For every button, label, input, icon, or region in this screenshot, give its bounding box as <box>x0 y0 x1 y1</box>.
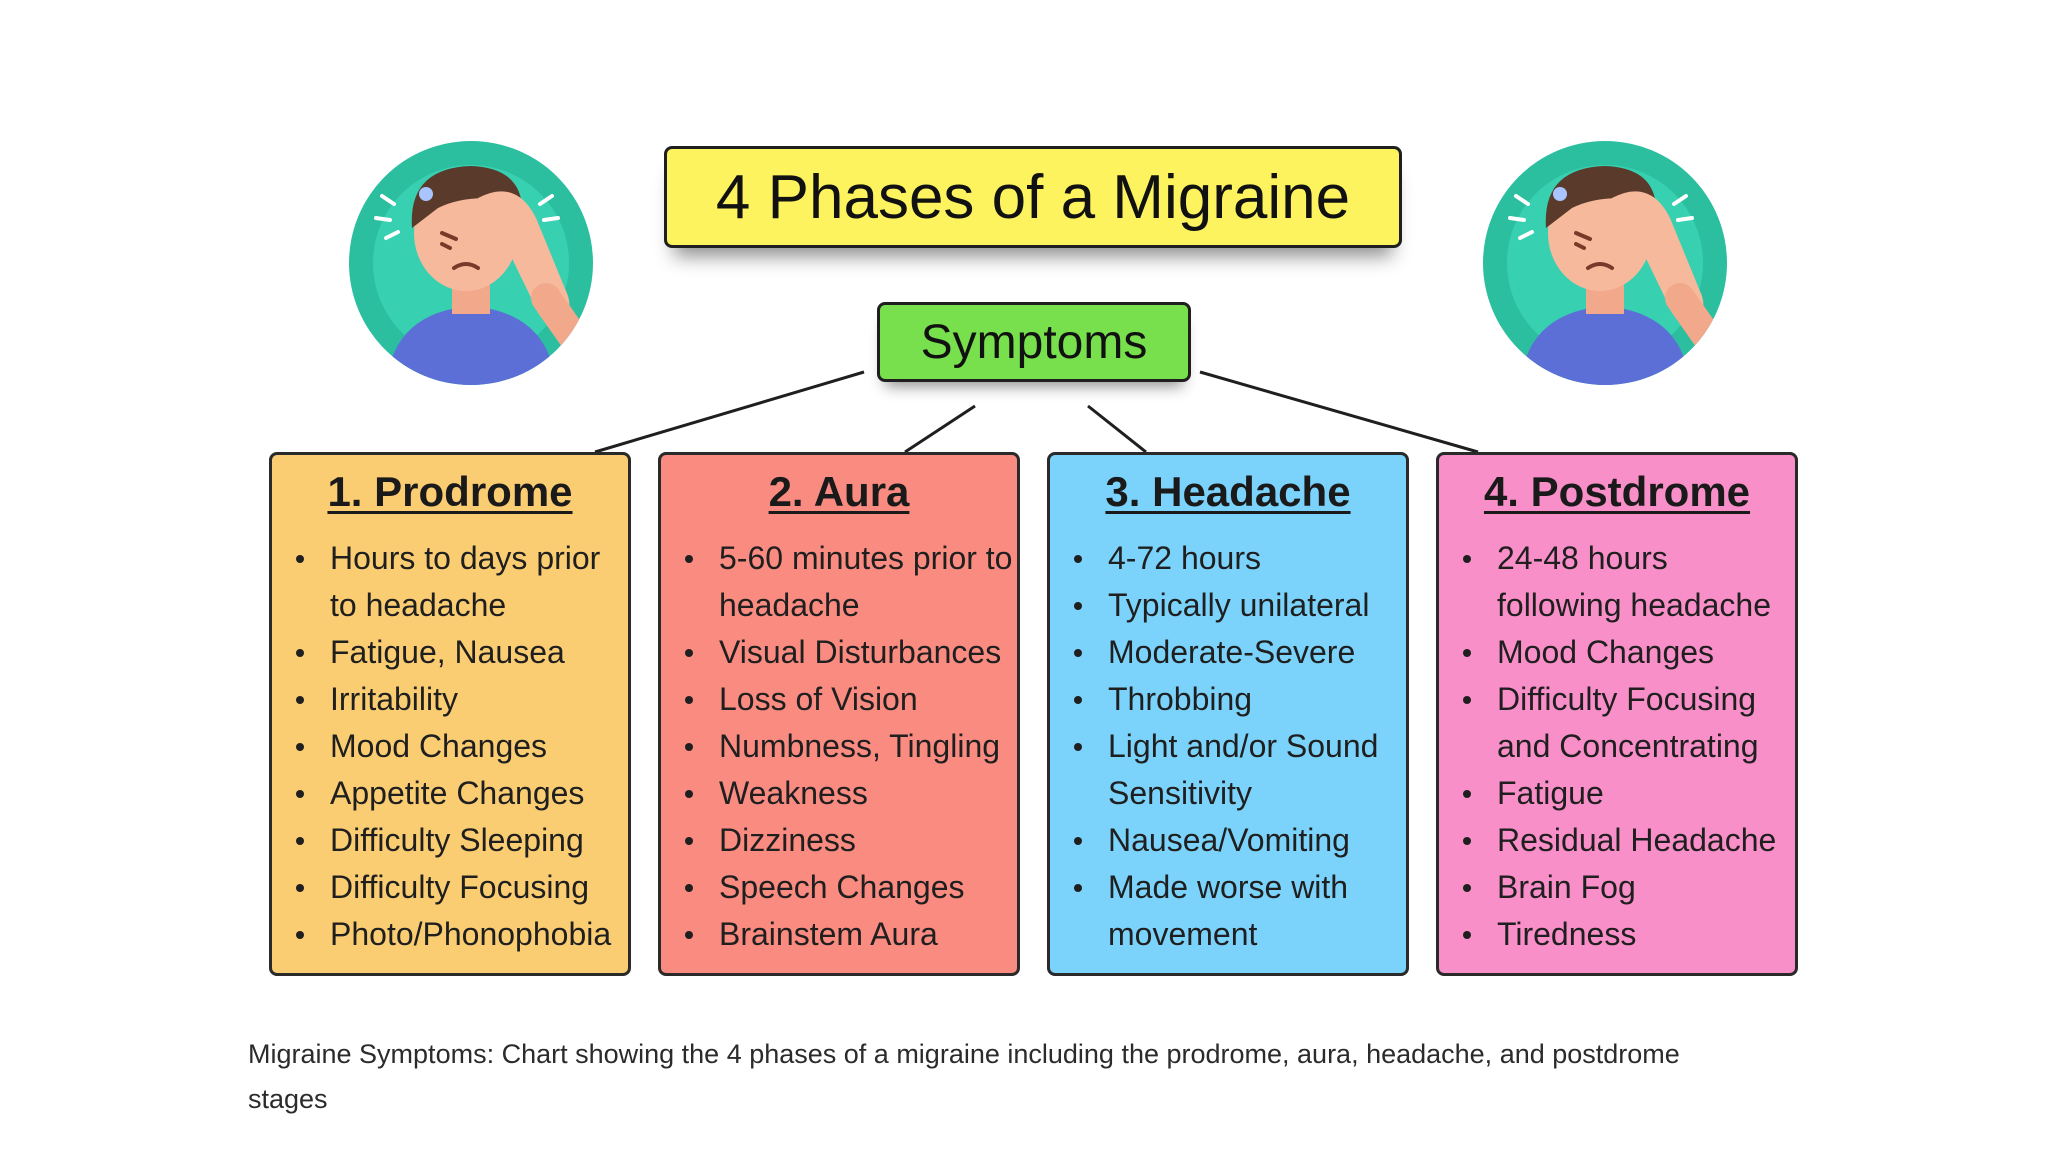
phase-card-headache: 3. Headache 4-72 hours Typically unilate… <box>1047 452 1409 976</box>
phase-card-aura: 2. Aura 5-60 minutes prior to headache V… <box>658 452 1020 976</box>
phase-symptom-list: 4-72 hours Typically unilateral Moderate… <box>1070 535 1406 958</box>
list-item: Numbness, Tingling <box>681 723 1017 770</box>
list-item: Nausea/Vomiting <box>1070 817 1406 864</box>
person-with-headache-icon <box>1483 141 1727 385</box>
list-item: Visual Disturbances <box>681 629 1017 676</box>
list-item: Mood Changes <box>1459 629 1795 676</box>
list-item: Moderate-Severe <box>1070 629 1406 676</box>
list-item: Loss of Vision <box>681 676 1017 723</box>
list-item: Photo/Phonophobia <box>292 911 628 958</box>
list-item: Fatigue <box>1459 770 1795 817</box>
list-item: Typically unilateral <box>1070 582 1406 629</box>
list-item: Brain Fog <box>1459 864 1795 911</box>
phase-symptom-list: 24-48 hours following headache Mood Chan… <box>1459 535 1795 958</box>
phase-card-postdrome: 4. Postdrome 24-48 hours following heada… <box>1436 452 1798 976</box>
list-item: Residual Headache <box>1459 817 1795 864</box>
list-item: Tiredness <box>1459 911 1795 958</box>
phase-symptom-list: 5-60 minutes prior to headache Visual Di… <box>681 535 1017 958</box>
list-item: Brainstem Aura <box>681 911 1017 958</box>
list-item: Difficulty Focusing and Concentrating <box>1459 676 1795 770</box>
list-item: Dizziness <box>681 817 1017 864</box>
list-item: Made worse with movement <box>1070 864 1406 958</box>
list-item: Difficulty Focusing <box>292 864 628 911</box>
phase-heading: 2. Aura <box>768 468 910 515</box>
connector-prodrome <box>594 370 865 454</box>
list-item: Fatigue, Nausea <box>292 629 628 676</box>
phase-heading: 1. Prodrome <box>327 468 573 515</box>
connector-aura <box>904 404 976 454</box>
list-item: 5-60 minutes prior to headache <box>681 535 1017 629</box>
list-item: Appetite Changes <box>292 770 628 817</box>
person-with-headache-icon <box>349 141 593 385</box>
phase-card-prodrome: 1. Prodrome Hours to days prior to heada… <box>269 452 631 976</box>
phase-symptom-list: Hours to days prior to headache Fatigue,… <box>292 535 628 958</box>
phase-heading: 4. Postdrome <box>1483 468 1751 515</box>
list-item: 4-72 hours <box>1070 535 1406 582</box>
connector-postdrome <box>1199 370 1479 454</box>
list-item: Hours to days prior to headache <box>292 535 628 629</box>
list-item: Difficulty Sleeping <box>292 817 628 864</box>
list-item: 24-48 hours following headache <box>1459 535 1795 629</box>
list-item: Speech Changes <box>681 864 1017 911</box>
phase-heading: 3. Headache <box>1105 468 1351 515</box>
list-item: Throbbing <box>1070 676 1406 723</box>
diagram-title: 4 Phases of a Migraine <box>664 146 1402 248</box>
symptoms-node: Symptoms <box>877 302 1191 382</box>
list-item: Mood Changes <box>292 723 628 770</box>
connector-headache <box>1087 404 1147 454</box>
list-item: Weakness <box>681 770 1017 817</box>
list-item: Irritability <box>292 676 628 723</box>
list-item: Light and/or Sound Sensitivity <box>1070 723 1406 817</box>
figure-caption: Migraine Symptoms: Chart showing the 4 p… <box>248 1039 1680 1114</box>
